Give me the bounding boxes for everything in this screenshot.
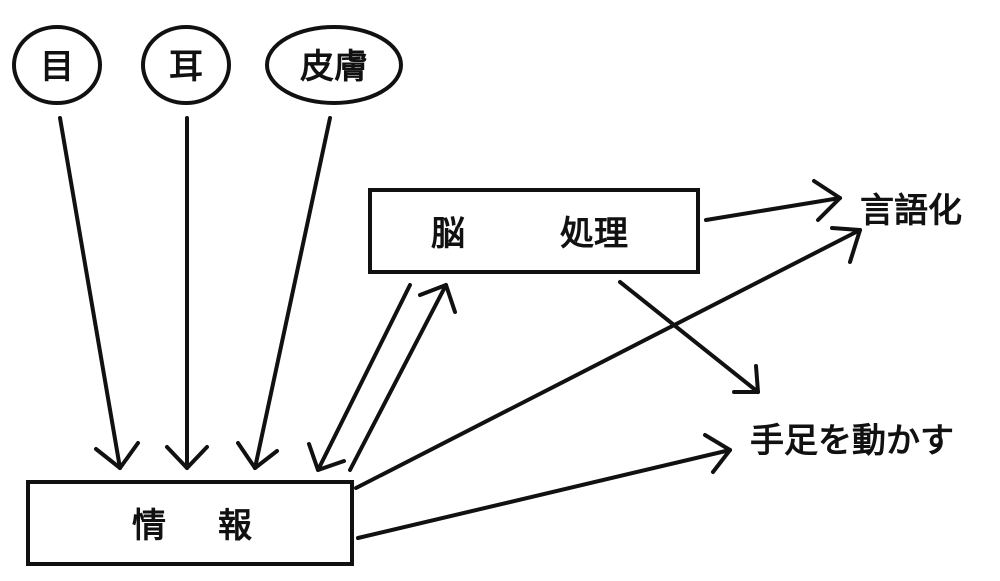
sense-node-ear: 耳 <box>141 25 231 105</box>
arrow-info-to-brain <box>348 283 457 472</box>
info-char-2: 報 <box>218 506 252 546</box>
arrow-info-to-move-limbs <box>356 433 732 540</box>
information-box: 情 報 <box>26 480 354 566</box>
sense-eye-label: 目 <box>40 47 74 87</box>
processing-label: 処理 <box>560 214 628 254</box>
arrow-eye-to-info <box>58 116 140 470</box>
arrow-brain-to-move-limbs <box>618 280 760 394</box>
brain-processing-box: 脳 処理 <box>368 188 700 274</box>
arrow-skin-to-info <box>236 116 332 470</box>
output-verbalize-label: 言語化 <box>860 191 962 231</box>
output-move-limbs-label: 手足を動かす <box>750 421 954 461</box>
sense-node-skin: 皮膚 <box>265 25 403 105</box>
info-char-1: 情 <box>132 506 166 546</box>
sense-ear-label: 耳 <box>169 47 203 87</box>
arrow-ear-to-info <box>165 116 209 470</box>
arrow-brain-to-verbalize <box>704 179 842 222</box>
brain-label: 脳 <box>431 214 465 254</box>
arrow-brain-to-info <box>307 283 412 472</box>
arrow-info-to-verbalize <box>354 226 862 490</box>
sense-skin-label: 皮膚 <box>300 47 368 87</box>
sense-node-eye: 目 <box>12 25 102 105</box>
